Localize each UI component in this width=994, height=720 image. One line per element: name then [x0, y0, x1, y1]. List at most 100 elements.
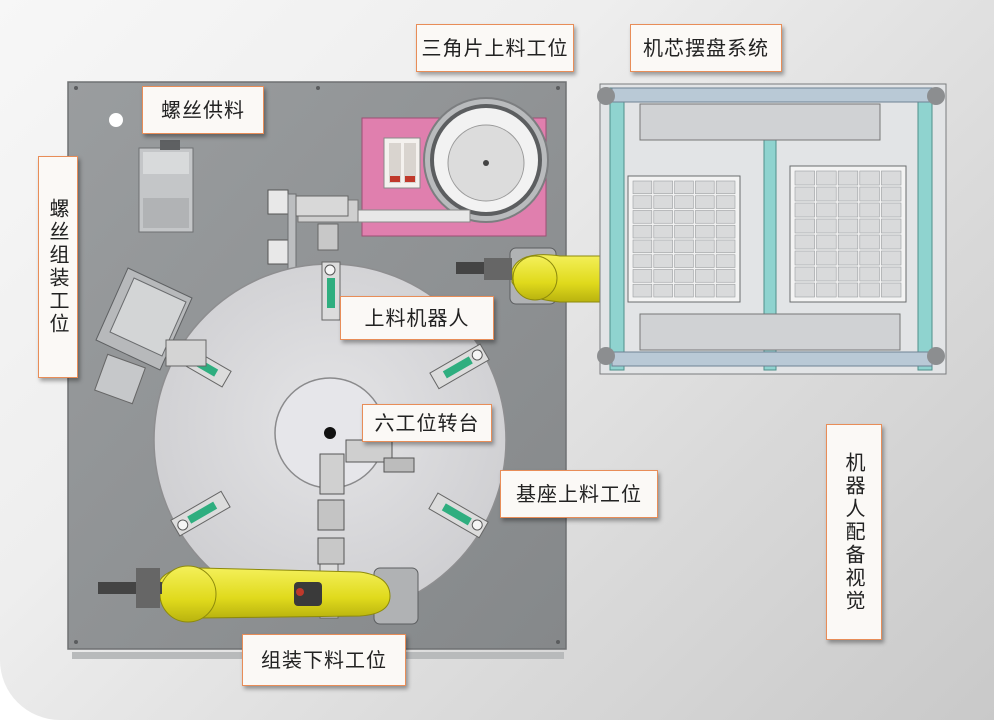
- tray-cell: [632, 269, 653, 283]
- tray-cell: [794, 170, 815, 186]
- tray-cell: [715, 269, 736, 283]
- tray-cell: [816, 282, 837, 298]
- tray-cell: [859, 250, 880, 266]
- tray-cell: [794, 202, 815, 218]
- tray-cell: [837, 202, 859, 218]
- tray-cell: [837, 266, 859, 282]
- tray-cell: [653, 224, 673, 239]
- tray-cell: [695, 195, 715, 209]
- tray-cell: [837, 234, 859, 250]
- screw-feeder-unit: [138, 140, 194, 233]
- label-robot-vision: 机器人配备视觉: [826, 424, 882, 640]
- tray-cell: [715, 210, 736, 224]
- fixture-top: [321, 261, 341, 321]
- label-core-tray: 机芯摆盘系统: [630, 24, 782, 72]
- tray-cell: [837, 186, 859, 202]
- tray-cell: [715, 239, 736, 254]
- label-screw-assembly: 螺丝组装工位: [38, 156, 78, 378]
- label-screw-feed: 螺丝供料: [142, 86, 264, 134]
- tray-cell: [715, 283, 736, 298]
- tray-cell: [632, 254, 653, 268]
- tray-cell: [859, 266, 880, 282]
- tray-cell: [715, 224, 736, 239]
- tray-cell: [837, 250, 859, 266]
- tray-cell: [816, 170, 837, 186]
- tray-cell: [653, 254, 673, 268]
- tray-cell: [794, 266, 815, 282]
- tray-cell: [632, 195, 653, 209]
- tray-cell: [794, 282, 815, 298]
- tray-cell: [653, 269, 673, 283]
- label-base-feed: 基座上料工位: [500, 470, 658, 518]
- tray-cell: [859, 170, 880, 186]
- tray-cell: [632, 239, 653, 254]
- tray-cell: [632, 283, 653, 298]
- tray-cell: [695, 254, 715, 268]
- tray-cell: [674, 210, 694, 224]
- tray-cell: [794, 218, 815, 234]
- tray-cell: [816, 218, 837, 234]
- tray-cell: [632, 224, 653, 239]
- tray-cell: [794, 250, 815, 266]
- tray-cell: [674, 283, 694, 298]
- tray-cell: [794, 186, 815, 202]
- tray-frame: [627, 175, 741, 303]
- tray-cell: [816, 234, 837, 250]
- tray-cell: [674, 239, 694, 254]
- tray-cell: [816, 186, 837, 202]
- tray-cell: [837, 282, 859, 298]
- tray-cell: [674, 195, 694, 209]
- tray-cell: [715, 254, 736, 268]
- tray-cell: [881, 282, 902, 298]
- tray-cell: [695, 224, 715, 239]
- tray-cell: [715, 195, 736, 209]
- tray-cell: [881, 218, 902, 234]
- tray-cell: [881, 266, 902, 282]
- tray-cell: [837, 218, 859, 234]
- tray-cell: [859, 202, 880, 218]
- tray-cell: [674, 180, 694, 195]
- tray-cell: [695, 283, 715, 298]
- tray-grids: [627, 165, 907, 303]
- tray-cell: [881, 202, 902, 218]
- tray-cell: [632, 180, 653, 195]
- fixture-right-upper: [429, 343, 490, 390]
- tray-cell: [859, 282, 880, 298]
- tray-cell: [674, 254, 694, 268]
- tray-cell: [695, 269, 715, 283]
- tray-cell: [816, 250, 837, 266]
- tray-cell: [859, 234, 880, 250]
- tray-cell: [837, 170, 859, 186]
- tray-cell: [653, 210, 673, 224]
- tray-cell: [816, 202, 837, 218]
- tray-cell: [881, 250, 902, 266]
- unload-robot: [98, 565, 419, 625]
- tray-cell: [695, 210, 715, 224]
- tray-cell: [653, 283, 673, 298]
- label-triangle-feed: 三角片上料工位: [416, 24, 574, 72]
- tray-cell: [794, 234, 815, 250]
- fixture-left-lower: [170, 490, 231, 537]
- tray-cell: [859, 218, 880, 234]
- tray-cell: [632, 210, 653, 224]
- tray-cell: [881, 170, 902, 186]
- tray-cell: [695, 180, 715, 195]
- tray-cell: [881, 186, 902, 202]
- tray-cell: [816, 266, 837, 282]
- tray-cell: [859, 186, 880, 202]
- tray-cell: [674, 269, 694, 283]
- tray-cell: [881, 234, 902, 250]
- screw-assembly-unit: [94, 267, 207, 405]
- tray-frame: [789, 165, 907, 303]
- tray-cell: [653, 180, 673, 195]
- label-loading-robot: 上料机器人: [340, 296, 494, 340]
- tray-cell: [653, 239, 673, 254]
- tray-cell: [695, 239, 715, 254]
- fixture-right-lower: [428, 492, 489, 539]
- turntable: [153, 261, 507, 619]
- label-assembly-unload: 组装下料工位: [242, 634, 406, 686]
- tray-cell: [715, 180, 736, 195]
- tray-cell: [653, 195, 673, 209]
